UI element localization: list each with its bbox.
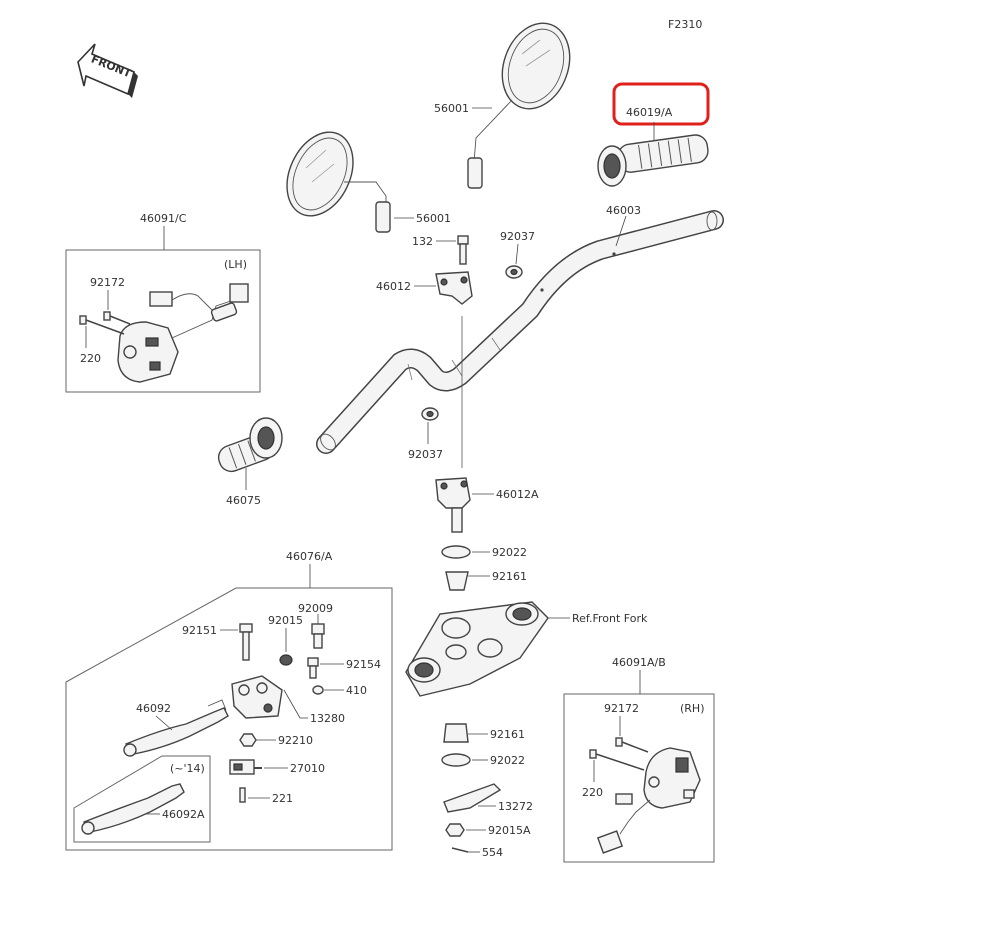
screw-220-lh: [79, 315, 125, 335]
label-ref-fork: Ref.Front Fork: [572, 612, 648, 625]
label-switch-rh-side: (RH): [680, 702, 705, 715]
label-plate: 13272: [498, 800, 533, 813]
label-handlebar: 46003: [606, 204, 641, 217]
label-bolt-92154: 92154: [346, 658, 381, 671]
leader-lever-46092: [155, 715, 173, 731]
nut-92015a: [445, 823, 465, 837]
label-switch-rh: 46091A/B: [612, 656, 666, 669]
label-pin: 554: [482, 846, 503, 859]
switch-rh-box: [563, 693, 715, 863]
label-screw-rh: 92172: [604, 702, 639, 715]
pin-554: [451, 847, 469, 853]
label-pin-92009: 92009: [298, 602, 333, 615]
nut-92210: [239, 733, 257, 747]
leader-plug-upper: [515, 243, 519, 265]
label-bolt-92151: 92151: [182, 624, 217, 637]
leader-holder-13280: [283, 689, 308, 719]
washer-lower: [441, 753, 471, 767]
label-plug-lower: 92037: [408, 448, 443, 461]
label-switch-lh-side: (LH): [224, 258, 247, 271]
label-screw-lh: 92172: [90, 276, 125, 289]
bolt-92151: [239, 623, 253, 661]
pin-92009: [311, 623, 325, 649]
handlebar: [316, 210, 724, 454]
mirror-left: [286, 131, 391, 233]
label-washer-lower: 92022: [490, 754, 525, 767]
label-screw-220-rh: 220: [582, 786, 603, 799]
label-clamp-upper: 46012: [376, 280, 411, 293]
label-mirror-right: 56001: [434, 102, 469, 115]
spring-410: [312, 685, 324, 695]
label-screw-221: 221: [272, 792, 293, 805]
screw-220-rh: [589, 749, 645, 771]
label-clamp-lower: 46012A: [496, 488, 539, 501]
bar-end-plug-upper: [505, 265, 523, 279]
label-nut-92210: 92210: [278, 734, 313, 747]
label-lever-46092: 46092: [136, 702, 171, 715]
clamp-lower: [435, 477, 471, 533]
label-washer-92015: 92015: [268, 614, 303, 627]
highlight-box: [612, 82, 710, 126]
label-lever-assy: 46076/A: [286, 550, 333, 563]
bushing-upper: [445, 571, 469, 591]
brake-switch-27010: [229, 759, 262, 775]
bolt-92154: [307, 657, 319, 679]
grip-left: [217, 417, 283, 473]
screw-lh: [103, 311, 131, 325]
washer-upper: [441, 545, 471, 559]
lever-46092: [123, 699, 229, 757]
switch-lh: [117, 283, 249, 383]
lever-holder-13280: [231, 675, 283, 719]
switch-rh: [596, 747, 701, 854]
label-nut: 92015A: [488, 824, 531, 837]
label-screw-220-lh: 220: [80, 352, 101, 365]
label-holder-13280: 13280: [310, 712, 345, 725]
washer-92015: [279, 654, 293, 666]
lever-46092a: [81, 783, 185, 835]
clamp-upper: [435, 271, 473, 305]
lever-assy-box: [65, 587, 393, 851]
label-lever-46092a: 46092A: [162, 808, 205, 821]
label-lever-old-note: (~'14): [170, 762, 205, 775]
label-bolt-132: 132: [412, 235, 433, 248]
leader-handlebar: [615, 215, 627, 247]
mirror-right: [467, 22, 571, 189]
bushing-lower: [443, 723, 469, 743]
bar-end-plug-lower: [421, 407, 439, 421]
bolt-132: [457, 235, 469, 265]
screw-221: [239, 787, 246, 803]
label-bushing-lower: 92161: [490, 728, 525, 741]
lever-box-old: [73, 755, 211, 843]
screw-rh: [615, 737, 649, 753]
label-grip-right: 46019/A: [626, 106, 673, 119]
front-arrow-icon: FRONT: [77, 43, 138, 98]
plate-13272: [443, 783, 502, 813]
label-washer-upper: 92022: [492, 546, 527, 559]
label-plug-upper: 92037: [500, 230, 535, 243]
label-spring-410: 410: [346, 684, 367, 697]
label-mirror-left: 56001: [416, 212, 451, 225]
upper-triple-clamp: [405, 601, 549, 697]
switch-lh-box: [65, 249, 261, 393]
label-bushing-upper: 92161: [492, 570, 527, 583]
label-switch-lh: 46091/C: [140, 212, 187, 225]
label-switch-27010: 27010: [290, 762, 325, 775]
throttle-grip-right: [597, 134, 709, 187]
label-grip-left: 46075: [226, 494, 261, 507]
figure-code: F2310: [668, 18, 702, 31]
